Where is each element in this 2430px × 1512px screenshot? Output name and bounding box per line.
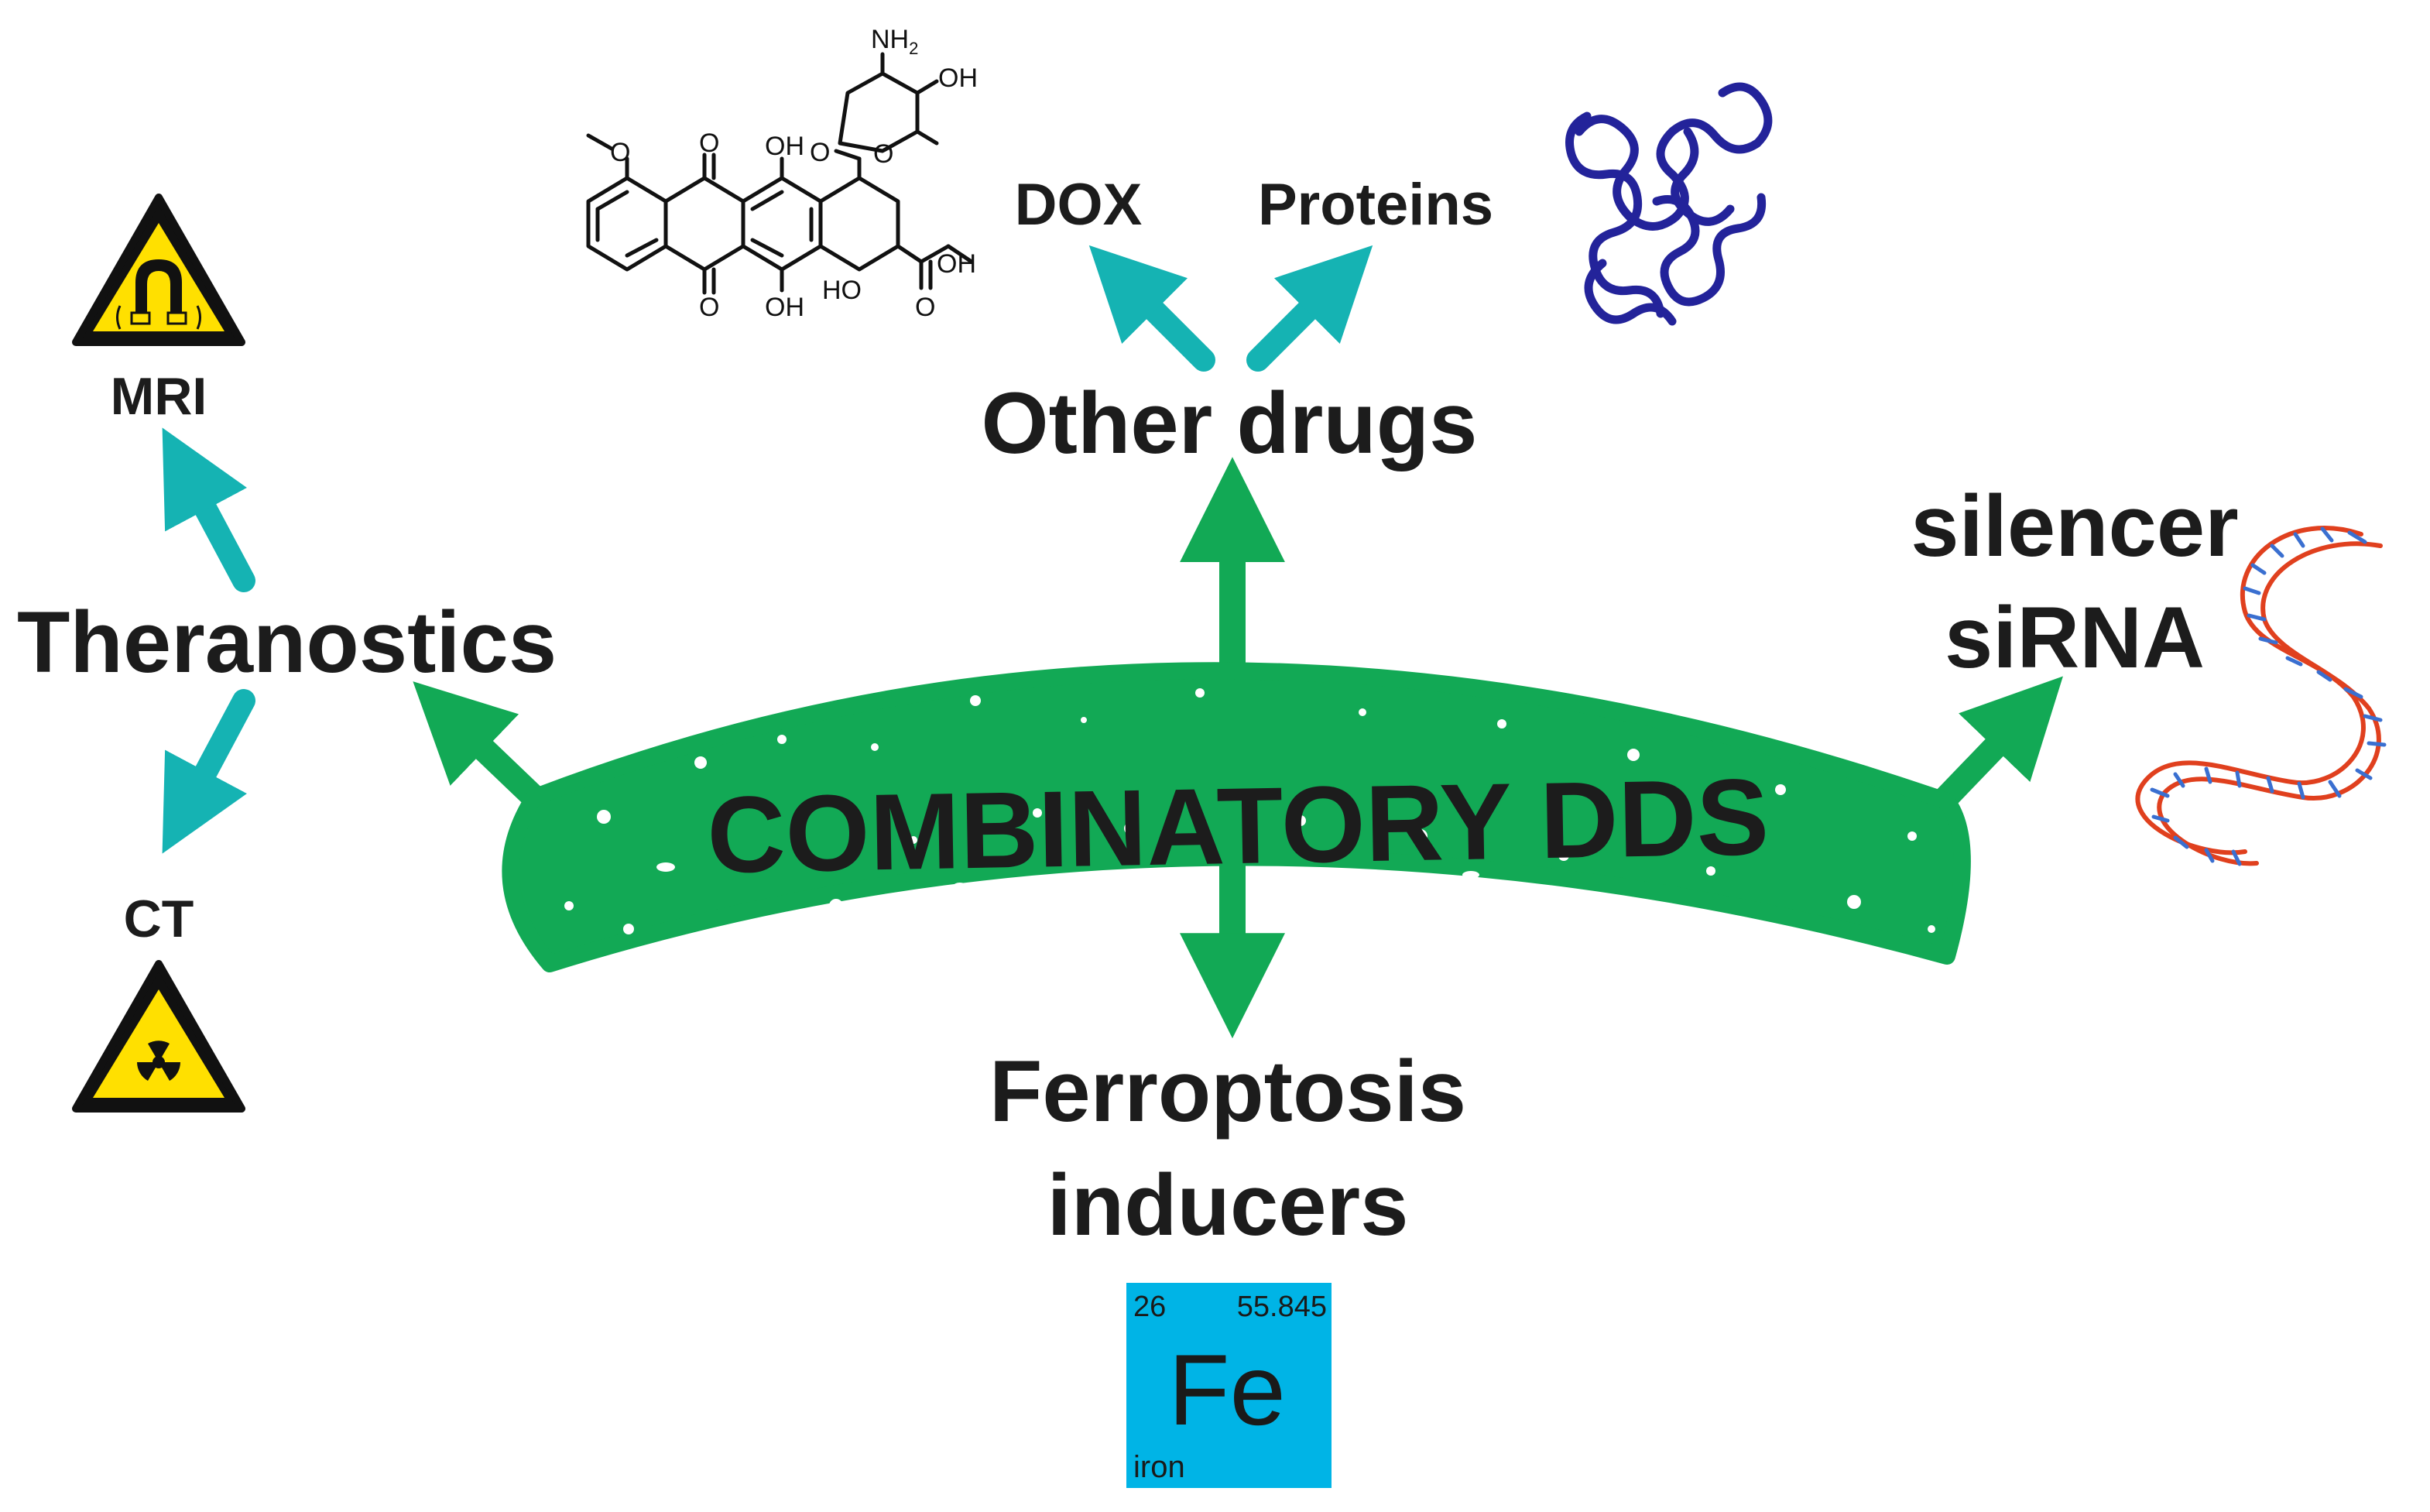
mol-oh-side: OH — [937, 249, 976, 279]
arrow-to-sirna — [1926, 676, 2063, 818]
radiation-warning-icon — [72, 960, 245, 1113]
iron-atomic-number: 26 — [1133, 1291, 1166, 1323]
iron-element-tile: 26 55.845 Fe iron — [1126, 1283, 1332, 1488]
iron-name: iron — [1133, 1450, 1185, 1484]
theranostics-label: Theranostics — [17, 594, 557, 691]
ct-label: CT — [124, 890, 194, 948]
ferroptosis-label-line1: Ferroptosis — [989, 1043, 1466, 1140]
mol-oh-top: OH — [765, 132, 804, 161]
center-label: COMBINATORY DDS — [706, 756, 1770, 896]
mol-nh2: NH2 — [871, 25, 918, 58]
mol-o-link: O — [810, 138, 830, 167]
mol-o-ring: O — [873, 139, 893, 169]
proteins-label: Proteins — [1258, 172, 1493, 238]
sirna-label: siRNA — [1945, 589, 2205, 686]
mol-o-methoxy: O — [610, 138, 630, 167]
mol-oh-bottom: OH — [765, 293, 804, 322]
combinatory-band: COMBINATORY DDS — [502, 662, 1971, 972]
mol-oh-sugar: OH — [938, 63, 978, 93]
arrow-to-dox — [1088, 245, 1215, 372]
arrow-to-mri — [162, 427, 255, 592]
iron-symbol: Fe — [1168, 1333, 1286, 1446]
dna-helix-icon — [2135, 526, 2387, 866]
silencer-label: silencer — [1911, 478, 2238, 574]
iron-atomic-mass: 55.845 — [1237, 1291, 1327, 1323]
arrow-to-proteins — [1246, 245, 1373, 372]
band-texture — [564, 688, 1935, 945]
other-drugs-branch: Other drugs DOX Proteins — [586, 25, 1773, 471]
protein-icon — [1565, 82, 1773, 326]
mol-ho-ring: HO — [822, 276, 862, 305]
ferroptosis-branch: Ferroptosis inducers 26 55.845 Fe iron — [989, 1043, 1466, 1488]
mol-o-ketone-bottom: O — [699, 293, 719, 322]
ferroptosis-label-line2: inducers — [1047, 1157, 1409, 1253]
other-drugs-label: Other drugs — [982, 375, 1478, 471]
mri-label: MRI — [111, 367, 207, 426]
arrow-to-theranostics — [413, 681, 543, 807]
sirna-branch: silencer siRNA — [1911, 478, 2387, 866]
mol-o-side: O — [915, 293, 935, 322]
theranostics-branch: Theranostics MRI CT — [17, 194, 557, 1113]
iron-tile-background — [1126, 1283, 1332, 1488]
arrow-to-ct — [162, 689, 255, 854]
dox-label: DOX — [1015, 172, 1143, 238]
doxorubicin-structure: NH2 OH O O O O O OH OH HO O OH — [586, 25, 978, 322]
magnet-warning-icon — [72, 194, 245, 346]
mol-o-ketone-top: O — [699, 129, 719, 158]
